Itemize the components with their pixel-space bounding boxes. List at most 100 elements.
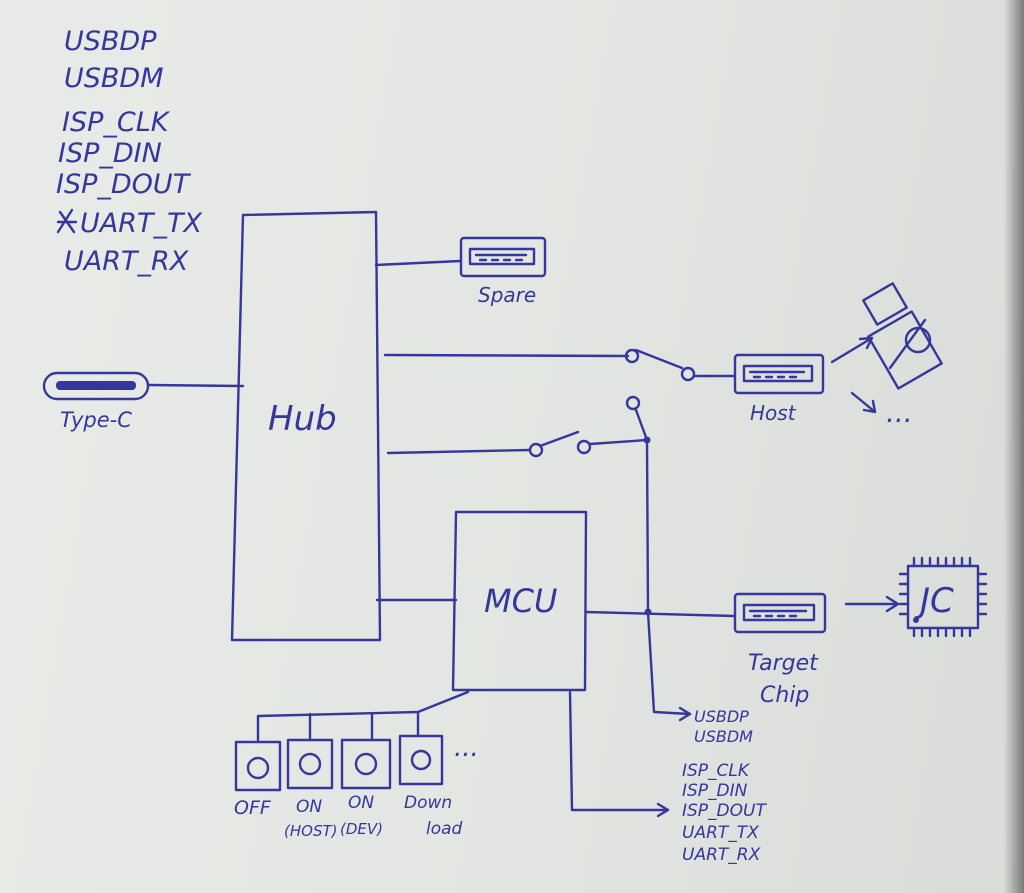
push-button-knob — [246, 756, 270, 780]
button-on-dev: ON (DEV) — [340, 738, 392, 838]
isp-output-item: UART_TX — [682, 823, 759, 843]
vertical-bus-line — [645, 438, 650, 614]
target-chip: Target Chip JC — [733, 556, 988, 708]
usb-a-slot — [468, 247, 536, 266]
usb-a-slot — [742, 603, 816, 622]
switch-terminal — [576, 439, 592, 455]
isp-output-item: UART_RX — [682, 845, 761, 865]
signal-list-item: UART_TX — [80, 208, 202, 239]
button-label: (HOST) — [284, 822, 337, 840]
button-label: Down — [404, 793, 452, 813]
paper-edge-shadow — [1004, 0, 1024, 893]
usb-output-item: USBDM — [694, 727, 753, 746]
host-tap-line — [634, 408, 649, 442]
signal-list-item: ISP_CLK — [62, 107, 171, 138]
type-c-label: Type-C — [60, 408, 132, 432]
button-label: ON — [348, 793, 374, 813]
bus-to-usb-outputs-line — [646, 610, 692, 716]
button-download: Down load — [398, 734, 463, 839]
signal-list-item: ISP_DOUT — [56, 169, 192, 200]
hub-to-host-switch-line — [383, 353, 630, 358]
target-label-line2: Chip — [760, 683, 809, 708]
usb-drive-icon — [862, 282, 943, 390]
signal-list-item: UART_RX — [64, 246, 189, 277]
hub-block: Hub — [230, 210, 382, 642]
arrow-head — [678, 706, 692, 722]
usb-a-pins — [748, 370, 806, 379]
signal-list-item: USBDM — [64, 63, 164, 94]
usb-a-pins — [748, 609, 808, 618]
device-switch-path — [386, 395, 692, 722]
host-more-ellipsis: ... — [886, 396, 913, 429]
type-c-to-hub-line — [146, 383, 245, 388]
button-off: OFF — [234, 740, 282, 819]
push-button-icon — [286, 738, 334, 790]
host-switch-tap — [625, 395, 641, 411]
scribble-mark — [56, 208, 78, 234]
signal-list-item: ISP_DIN — [58, 138, 162, 169]
arrow-head — [656, 802, 670, 818]
push-buttons: OFF ON (HOST) ON (DEV) Down load ... — [234, 733, 479, 840]
isp-output-item: ISP_DOUT — [682, 801, 767, 821]
push-button-knob — [354, 752, 378, 776]
ic-chip-body — [906, 564, 980, 630]
button-drop-lines — [308, 710, 420, 742]
button-label: OFF — [234, 797, 272, 819]
type-c-connector: Type-C — [42, 371, 245, 432]
hub-to-device-switch-line — [386, 448, 532, 455]
host-label: Host — [750, 401, 797, 425]
button-on-host: ON (HOST) — [284, 738, 337, 840]
arrow-to-chip — [844, 595, 900, 613]
usb-drive-plug — [862, 282, 908, 326]
isp-output-item: ISP_CLK — [682, 761, 751, 781]
signal-list-item: USBDP — [64, 26, 157, 57]
push-button-knob — [410, 749, 432, 771]
usb-a-port-icon — [459, 236, 547, 278]
hub-label: Hub — [268, 399, 337, 439]
spare-port: Spare — [374, 236, 547, 307]
mcu-to-buttons-line — [256, 690, 470, 742]
usb-a-pins — [474, 253, 528, 262]
button-label: (DEV) — [340, 820, 383, 838]
usb-output-list: USBDP USBDM — [694, 707, 753, 746]
mcu-to-isp-line — [568, 690, 670, 812]
usb-drive-body — [867, 310, 943, 390]
ic-chip-pins — [898, 556, 988, 638]
mcu-block: MCU — [375, 510, 736, 818]
target-label-line1: Target — [748, 651, 819, 676]
chip-marking: JC — [914, 581, 954, 621]
arrow-to-more-devices — [850, 391, 877, 414]
usb-a-slot — [742, 364, 814, 383]
usb-a-port-icon — [733, 353, 825, 395]
hub-to-spare-line — [374, 259, 462, 267]
usb-drive-stripe — [888, 318, 927, 370]
button-label: ON — [296, 797, 322, 817]
push-button-knob — [298, 752, 322, 776]
isp-output-item: ISP_DIN — [682, 781, 748, 801]
isp-output-list: ISP_CLK ISP_DIN ISP_DOUT UART_TX UART_RX — [682, 761, 767, 865]
mcu-to-target-line — [584, 610, 736, 618]
signal-list: USBDP USBDM ISP_CLK ISP_DIN ISP_DOUT UAR… — [56, 26, 202, 277]
mcu-box — [451, 510, 588, 692]
spare-label: Spare — [478, 283, 536, 307]
button-label: load — [426, 819, 463, 839]
usb-output-item: USBDP — [694, 707, 749, 726]
switch-blade — [634, 348, 684, 370]
switch-blade — [538, 430, 580, 448]
hub-box — [230, 210, 382, 642]
switch-terminal — [528, 442, 544, 458]
push-button-icon — [398, 734, 444, 786]
button-bus — [256, 690, 470, 742]
push-button-icon — [340, 738, 392, 790]
switch-terminal — [680, 366, 696, 382]
switch-terminal — [624, 348, 640, 364]
usb-a-port-icon — [733, 592, 827, 634]
type-c-tongue — [56, 381, 136, 390]
ic-pin1-dot — [913, 617, 919, 623]
host-path: Host ... — [383, 336, 913, 429]
arrow-to-usb-drive — [830, 336, 874, 364]
mcu-label: MCU — [484, 582, 557, 620]
switch-to-bus-line — [588, 438, 649, 446]
buttons-more-ellipsis: ... — [454, 733, 479, 763]
